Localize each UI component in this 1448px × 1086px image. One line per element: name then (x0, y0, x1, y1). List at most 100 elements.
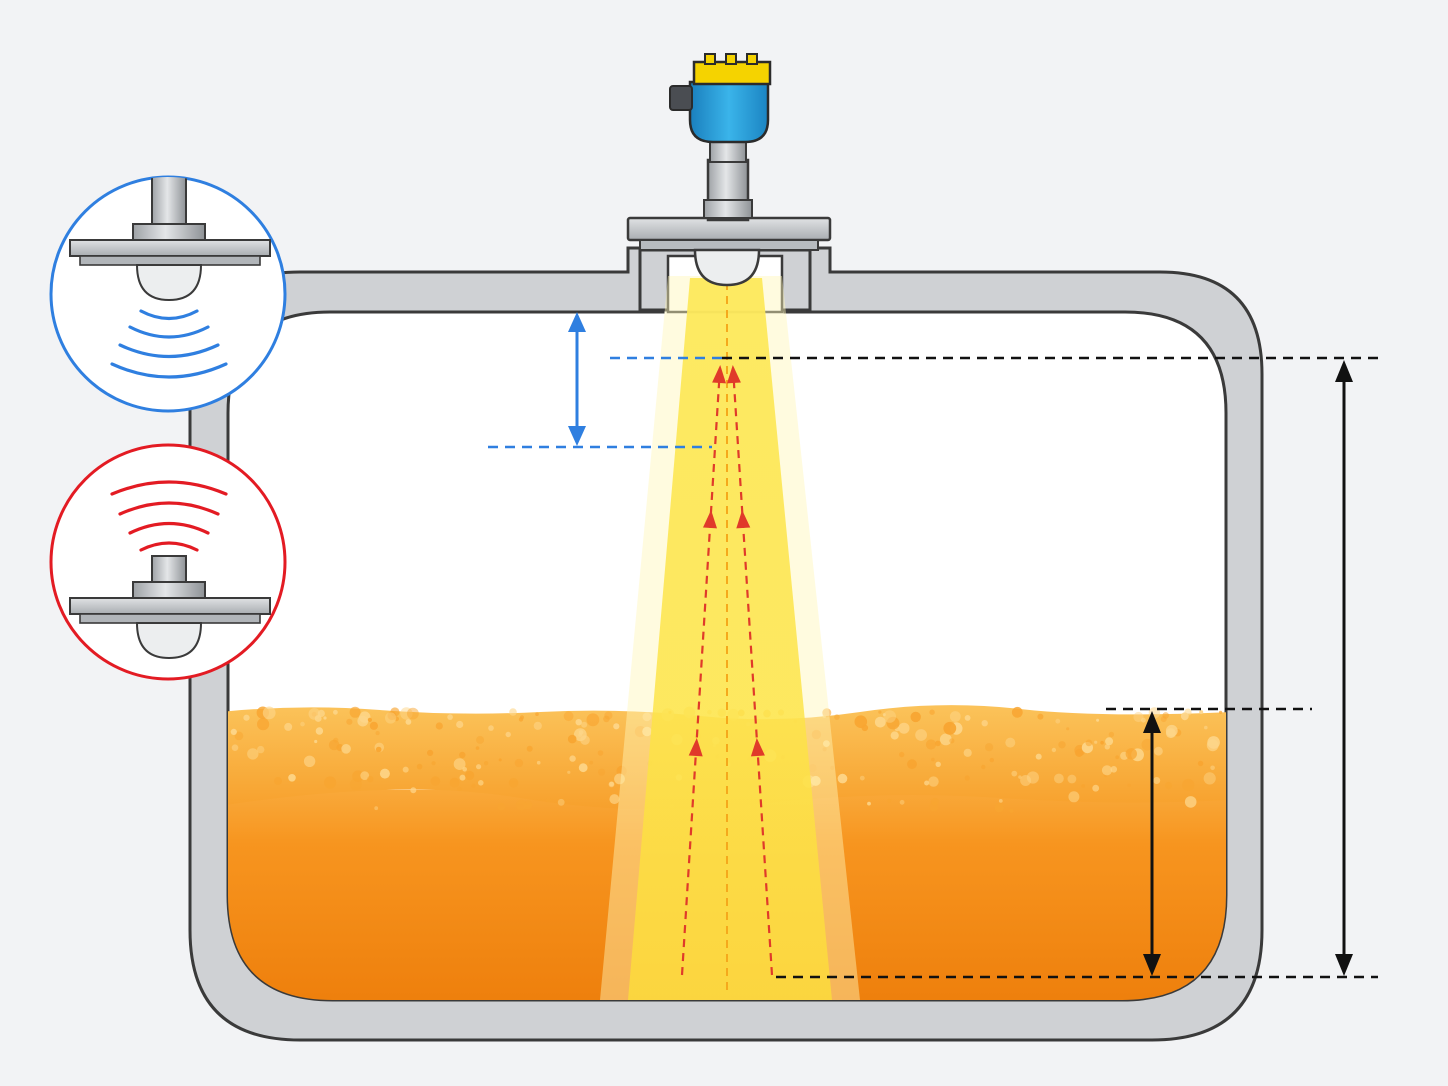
foam-bubble (546, 797, 551, 803)
foam-bubble (915, 729, 927, 741)
detail-flange (69, 239, 271, 257)
foam-bubble (859, 775, 865, 781)
foam-bubble (614, 773, 625, 785)
foam-bubble (234, 731, 244, 741)
foam-bubble (899, 751, 905, 758)
foam-bubble (898, 722, 910, 734)
foam-bubble (257, 718, 270, 731)
foam-bubble (1081, 784, 1086, 788)
foam-bubble (459, 774, 466, 781)
receive-detail (49, 443, 287, 681)
foam-bubble (823, 740, 830, 747)
foam-bubble (580, 735, 590, 745)
signal-path-right (731, 367, 774, 976)
foam-bubble (387, 711, 397, 721)
foam-bubble (867, 801, 871, 806)
foam-bubble (274, 777, 282, 785)
foam-bubble (243, 714, 250, 721)
foam-bubble (476, 764, 482, 770)
foam-bubble (1096, 718, 1100, 722)
emit-waves-icon (110, 309, 228, 379)
foam-bubble (349, 706, 361, 718)
foam-bubble (1133, 711, 1144, 723)
foam-bubble (598, 768, 606, 776)
cable-gland (669, 85, 693, 111)
foam-bubble (1068, 791, 1080, 803)
foam-bubble (1035, 753, 1042, 760)
foam-bubble (621, 786, 626, 792)
foam-bubble (475, 746, 480, 750)
receive-waves-icon (110, 480, 228, 552)
foam-bubble (949, 738, 955, 744)
foam-bubble (427, 749, 434, 757)
signal-arrowhead (736, 510, 751, 529)
foam-bubble (430, 776, 441, 786)
foam-bubble (1005, 737, 1016, 748)
foam-bubble (1011, 706, 1023, 718)
foam-bubble (402, 766, 409, 773)
foam-bubble (1184, 796, 1197, 808)
foam-bubble (262, 706, 276, 720)
foam-bubble (284, 722, 293, 731)
foam-bubble (514, 758, 524, 768)
foam-bubble (1141, 738, 1154, 751)
foam-bubble (1051, 747, 1057, 753)
foam-bubble (464, 770, 475, 781)
foam-bubble (1127, 783, 1131, 788)
foam-bubble (929, 709, 935, 715)
foam-bubble (324, 776, 337, 789)
antenna-dome (693, 248, 761, 287)
foam-bubble (608, 781, 615, 788)
foam-bubble (375, 746, 382, 753)
foam-bubble (939, 733, 952, 746)
foam-bubble (1154, 746, 1163, 756)
foam-bubble (935, 740, 941, 747)
foam-bubble (1219, 710, 1223, 714)
foam-bubble (994, 802, 1004, 813)
foam-bubble (410, 787, 417, 794)
foam-bubble (964, 775, 970, 781)
signal-arrowhead (750, 738, 765, 757)
foam-bubble (963, 748, 972, 757)
foam-bubble (535, 712, 539, 716)
foam-bubble (854, 715, 868, 728)
level-height-dimension (1143, 711, 1161, 976)
foam-bubble (1037, 713, 1044, 720)
foam-bubble (878, 710, 882, 714)
foam-bubble (1101, 765, 1113, 776)
foam-bubble (488, 725, 494, 731)
foam-bubble (609, 794, 620, 805)
foam-bubble (935, 761, 941, 767)
foam-bubble (476, 735, 485, 744)
foam-bubble (323, 716, 327, 720)
foam-bubble (964, 715, 971, 721)
foam-bubble (1207, 736, 1220, 749)
foam-bubble (949, 711, 961, 722)
foam-bubble (811, 729, 822, 740)
foam-bubble (1199, 710, 1204, 715)
foam-bubble (1210, 765, 1215, 771)
signal-arrowheads (688, 365, 765, 757)
foam-bubble (575, 719, 582, 726)
foam-bubble (830, 765, 835, 771)
foam-bubble (810, 775, 821, 786)
foam-bubble (874, 716, 886, 728)
foam-bubble (385, 712, 397, 724)
foam-bubble (989, 757, 994, 763)
foam-bubble (300, 721, 305, 727)
foam-bubble (457, 786, 462, 792)
foam-bubble (567, 770, 571, 774)
foam-bubble (569, 755, 576, 762)
signal-paths (680, 367, 774, 976)
foam-bubble (1011, 770, 1018, 777)
foam-bubble (822, 714, 826, 719)
foam-bubble (1026, 771, 1039, 784)
foam-bubble (314, 739, 318, 744)
foam-bubble (431, 761, 436, 766)
signal-arrowhead (688, 738, 703, 757)
foam-bubble (449, 777, 460, 788)
foam-bubble (374, 806, 379, 811)
foam-bubble (453, 758, 466, 770)
foam-bubble (1055, 718, 1061, 724)
